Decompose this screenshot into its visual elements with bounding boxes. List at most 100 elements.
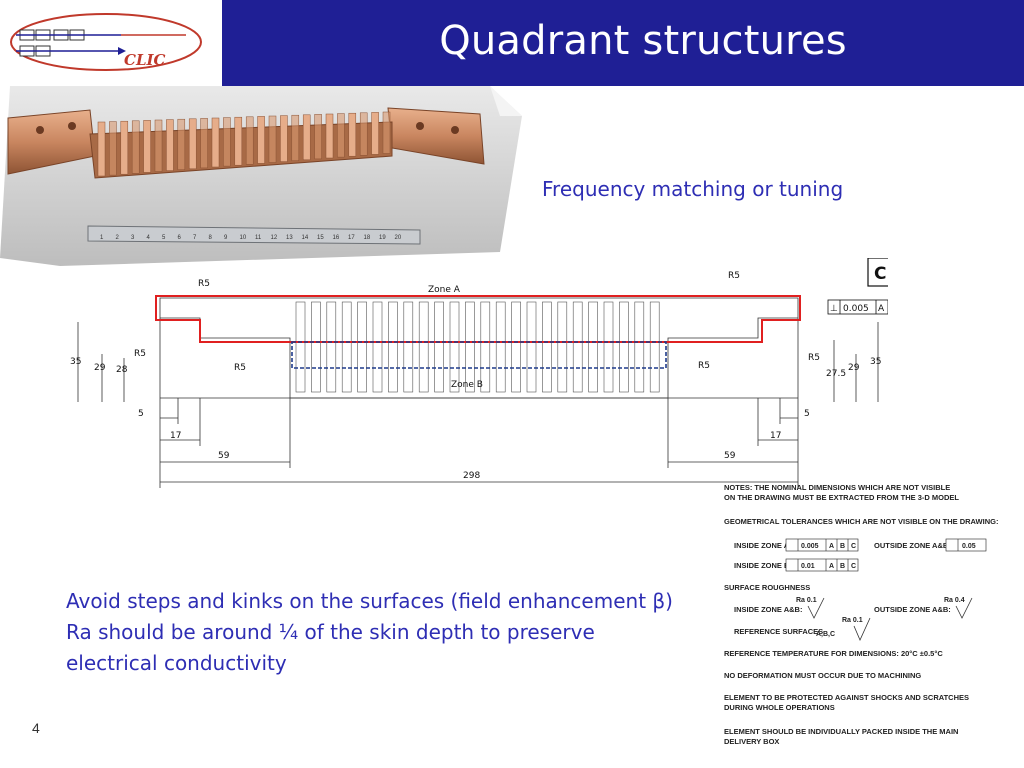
copper-fin (371, 112, 379, 155)
drawing-fin (341, 301, 352, 393)
ruler-number: 11 (255, 235, 262, 241)
drawing-fin (449, 301, 460, 393)
copper-fin (97, 121, 106, 177)
ruler-number: 17 (348, 235, 355, 241)
r5-label: R5 (198, 279, 210, 289)
note-line: INSIDE ZONE B: (734, 561, 792, 570)
dim-298: 298 (463, 471, 480, 481)
drawing-fin (403, 301, 414, 393)
zone-b-outline (291, 341, 667, 369)
ruler-number: 10 (240, 235, 247, 241)
note-line: GEOMETRICAL TOLERANCES WHICH ARE NOT VIS… (724, 517, 998, 526)
copper-fin (131, 120, 140, 174)
dim-28: 28 (116, 365, 128, 375)
dim-5: 5 (138, 409, 144, 419)
note-line: ELEMENT SHOULD BE INDIVIDUALLY PACKED IN… (724, 727, 958, 736)
copper-fin (120, 120, 129, 175)
copper-fin (280, 115, 288, 162)
title-bar: Quadrant structures (222, 0, 1024, 86)
datum-c: C (874, 264, 886, 284)
drawing-fin (357, 301, 367, 393)
copper-fin (314, 114, 322, 160)
zone-a-label: Zone A (428, 285, 461, 295)
note-line: REFERENCE SURFACES (734, 627, 823, 636)
ruler-number: 16 (333, 235, 340, 241)
r5-label: R5 (234, 363, 246, 373)
drawing-fin (634, 301, 645, 393)
tolerance-value: 0.005 (843, 304, 869, 314)
note-line: REFERENCE TEMPERATURE FOR DIMENSIONS: 20… (724, 649, 943, 658)
ruler-number: 5 (162, 235, 166, 241)
drawing-fin (588, 301, 598, 393)
copper-fin (188, 118, 197, 170)
zone-b-label: Zone B (451, 380, 483, 390)
drawing-notes: NOTES: THE NOMINAL DIMENSIONS WHICH ARE … (724, 483, 998, 746)
dim-17: 17 (770, 431, 781, 441)
note-line: NOTES: THE NOMINAL DIMENSIONS WHICH ARE … (724, 483, 950, 492)
drawing-fin (465, 301, 475, 393)
drawing-fin (603, 301, 614, 393)
tol-a-datum: B (840, 543, 845, 550)
ruler-number: 4 (147, 235, 151, 241)
drawing-fin (526, 301, 537, 393)
ruler-number: 13 (286, 235, 293, 241)
dim-29: 29 (94, 363, 106, 373)
copper-fin (257, 116, 265, 164)
note-line: ON THE DRAWING MUST BE EXTRACTED FROM TH… (724, 493, 959, 502)
drawing-fin (418, 301, 429, 393)
tol-b-datum: C (851, 563, 856, 570)
drawing-fin (295, 301, 306, 393)
slide-title: Quadrant structures (439, 18, 847, 64)
drawing-fin (495, 301, 506, 393)
note-line: NO DEFORMATION MUST OCCUR DUE TO MACHINI… (724, 671, 921, 680)
tol-a-value: 0.005 (801, 543, 819, 550)
copper-structure (7, 107, 485, 179)
note-line: OUTSIDE ZONE A&B: (874, 605, 951, 614)
tolerance-datum: A (878, 304, 885, 314)
dim-5: 5 (804, 409, 810, 419)
drawing-fin (480, 301, 491, 393)
dim-27-5: 27.5 (826, 369, 846, 379)
copper-fin (291, 114, 300, 161)
tol-b-datum: A (829, 563, 834, 570)
drawing-fin (572, 301, 583, 393)
note-line: ELEMENT TO BE PROTECTED AGAINST SHOCKS A… (724, 693, 969, 702)
slide-number: 4 (32, 720, 40, 736)
drawing-fin (311, 301, 321, 393)
tol-a-datum: C (851, 543, 856, 550)
dim-35: 35 (870, 357, 881, 367)
ruler-number: 20 (395, 235, 402, 241)
copper-fin (166, 119, 174, 171)
tol-b-value: 0.01 (801, 563, 815, 570)
dim-59: 59 (218, 451, 230, 461)
dim-59: 59 (724, 451, 736, 461)
tol-b-datum: B (840, 563, 845, 570)
note-line: DELIVERY BOX (724, 737, 779, 746)
logo-text: CLIC (124, 51, 166, 69)
copper-fin (211, 117, 220, 168)
tol-out-value: 0.05 (962, 543, 976, 550)
r5-label: R5 (728, 271, 740, 281)
ruler-number: 6 (178, 235, 182, 241)
ra-label: Ra 0.1 (796, 597, 817, 604)
copper-fin (223, 117, 231, 167)
copper-fin (109, 121, 117, 176)
copper-fin (325, 113, 334, 159)
ruler-number: 15 (317, 235, 324, 241)
note-line: DURING WHOLE OPERATIONS (724, 703, 835, 712)
ruler-number: 12 (271, 235, 278, 241)
copper-fin (177, 118, 186, 170)
copper-fin (143, 120, 151, 173)
note-line: OUTSIDE ZONE A&B: (874, 541, 951, 550)
bullet-line: Avoid steps and kinks on the surfaces (f… (66, 589, 673, 613)
r5-label: R5 (808, 353, 820, 363)
copper-fin (337, 113, 345, 158)
ruler-number: 14 (302, 235, 309, 241)
drawing-fin (619, 301, 629, 393)
dim-17: 17 (170, 431, 181, 441)
ruler-number: 8 (209, 235, 213, 241)
ruler-number: 9 (224, 235, 228, 241)
drawing-fin (557, 301, 568, 393)
ruler-number: 7 (193, 235, 197, 241)
note-line: SURFACE ROUGHNESS (724, 583, 810, 592)
